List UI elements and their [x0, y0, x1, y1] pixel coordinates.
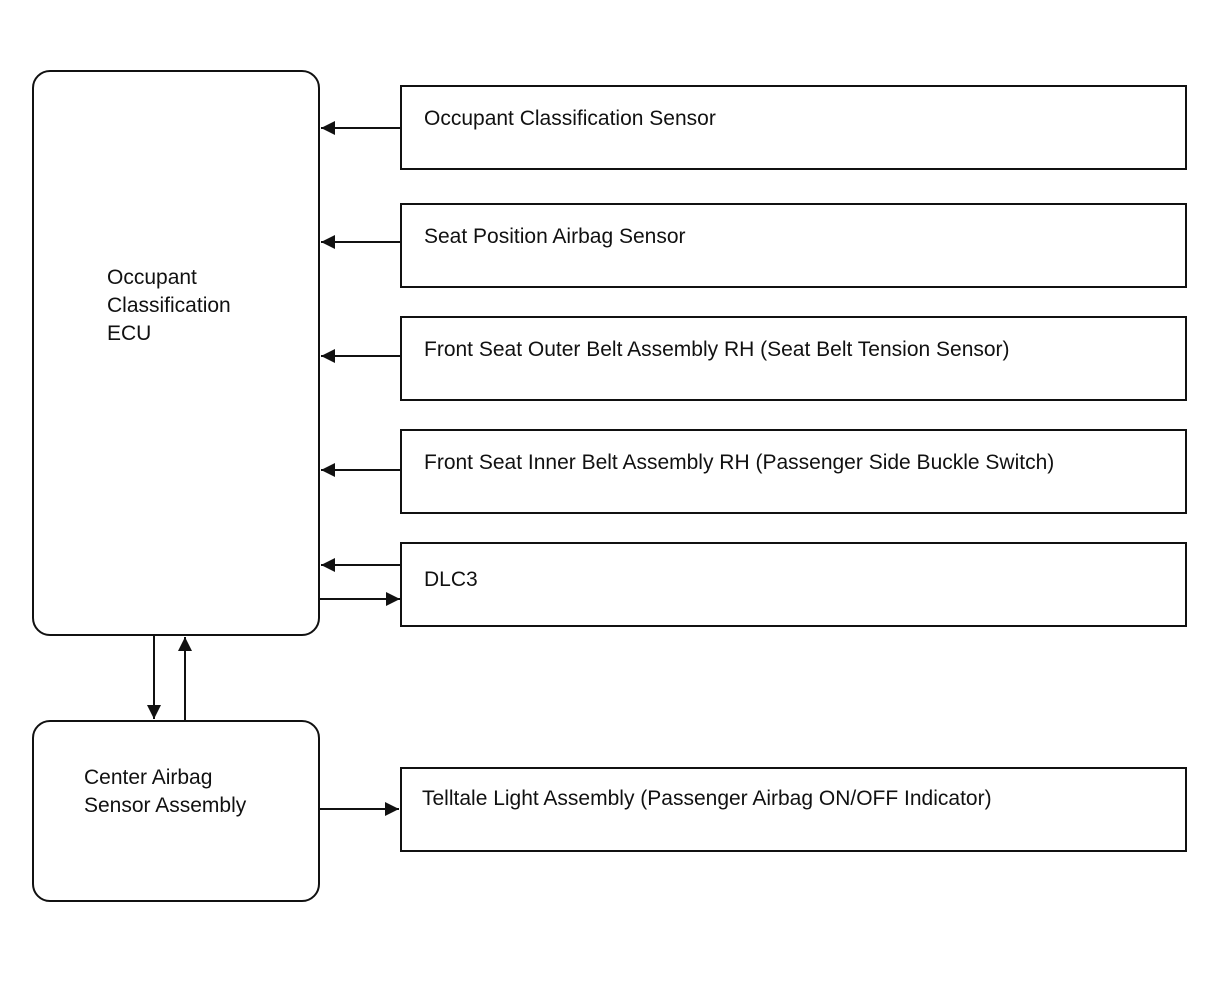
occupant-classification-ecu-block	[32, 70, 320, 636]
center-airbag-sensor-label-line-1: Center Airbag	[84, 766, 213, 789]
ecu-label: Occupant Classification ECU	[107, 264, 231, 348]
dlc3-label: DLC3	[424, 568, 478, 591]
telltale-light-block	[400, 767, 1187, 852]
center-airbag-sensor-label: Center Airbag Sensor Assembly	[84, 764, 246, 820]
center-airbag-sensor-label-line-2: Sensor Assembly	[84, 794, 247, 817]
seat-position-airbag-sensor-block	[400, 203, 1187, 288]
dlc3-block	[400, 542, 1187, 627]
center-airbag-sensor-block	[32, 720, 320, 902]
ecu-label-line-2: Classification	[107, 294, 231, 317]
front-seat-outer-belt-label: Front Seat Outer Belt Assembly RH (Seat …	[424, 338, 1010, 361]
ecu-label-line-3: ECU	[107, 322, 152, 345]
occupant-classification-sensor-block	[400, 85, 1187, 170]
ecu-label-line-1: Occupant	[107, 266, 197, 289]
seat-position-airbag-sensor-label: Seat Position Airbag Sensor	[424, 225, 686, 248]
occupant-classification-sensor-label: Occupant Classification Sensor	[424, 107, 716, 130]
front-seat-inner-belt-block	[400, 429, 1187, 514]
front-seat-inner-belt-label: Front Seat Inner Belt Assembly RH (Passe…	[424, 451, 1055, 474]
telltale-light-label: Telltale Light Assembly (Passenger Airba…	[422, 787, 992, 810]
front-seat-outer-belt-block	[400, 316, 1187, 401]
